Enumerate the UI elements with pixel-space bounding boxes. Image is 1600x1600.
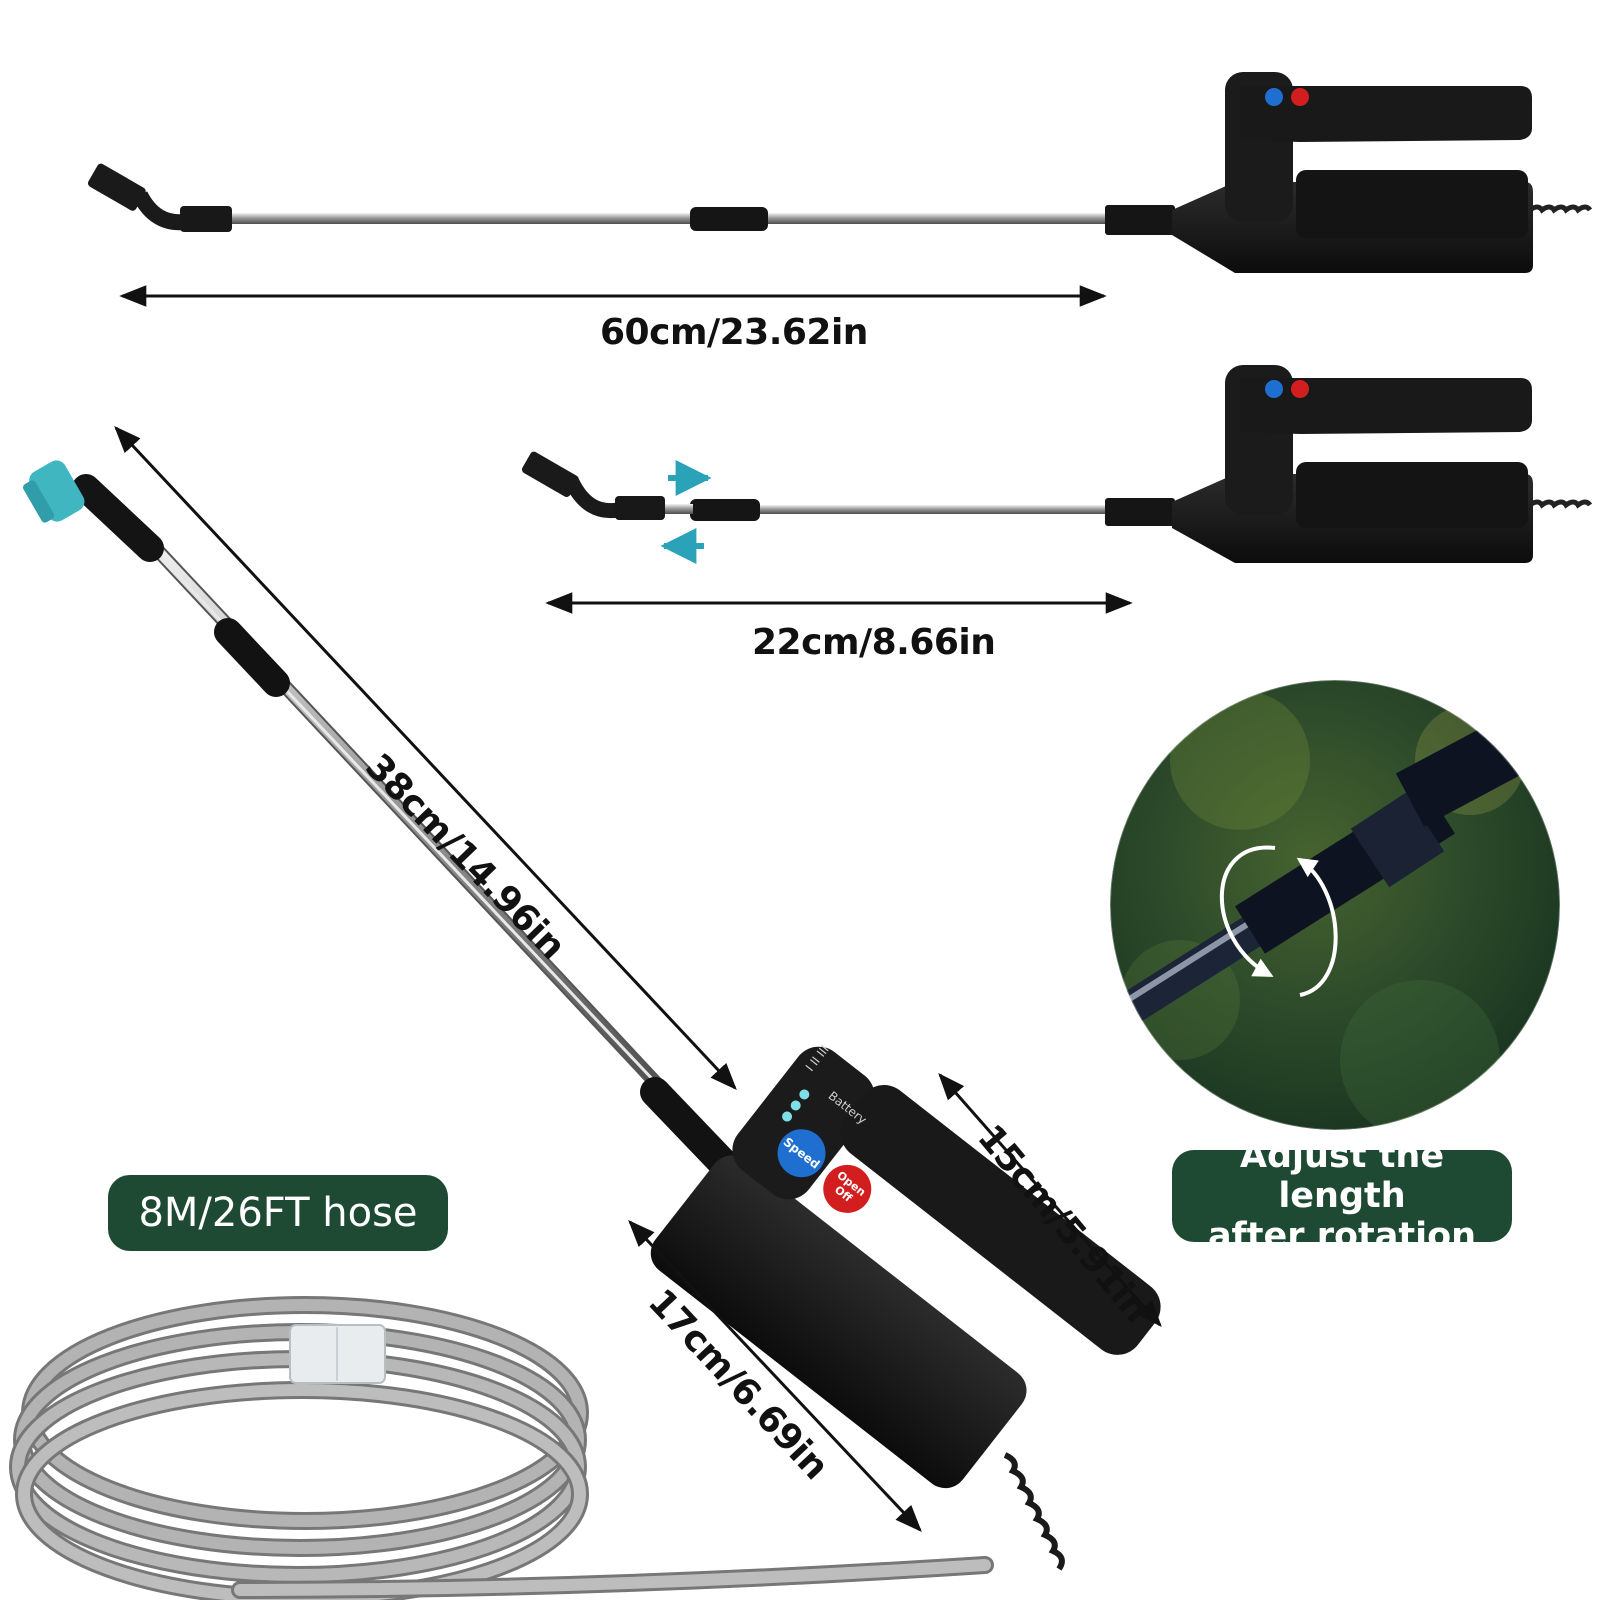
speed-button[interactable]: Speed (768, 1120, 835, 1187)
sprayer-extended (87, 72, 1593, 273)
hose-length-text: 8M/26FT hose (138, 1190, 418, 1236)
rotation-detail (1110, 680, 1560, 1130)
adjust-length-line2: after rotation (1207, 1216, 1477, 1256)
hose-length-badge: 8M/26FT hose (108, 1175, 448, 1251)
adjust-length-badge: Adjust the length after rotation (1172, 1136, 1512, 1256)
power-button[interactable]: Open Off (814, 1155, 881, 1222)
rotation-arrows-icon (1219, 845, 1338, 997)
hose-coil (9, 1296, 994, 1600)
nozzle-cap (23, 460, 85, 523)
dimension-arrow-17cm (628, 1220, 922, 1532)
adjust-length-line1: Adjust the length (1239, 1136, 1445, 1216)
dimension-label-22cm: 22cm/8.66in (752, 622, 996, 663)
dimension-arrow-15cm (938, 1072, 1162, 1328)
sprayer-retracted (521, 365, 1593, 564)
dimension-label-60cm: 60cm/23.62in (600, 312, 868, 353)
dimension-arrow-38cm (114, 426, 737, 1090)
